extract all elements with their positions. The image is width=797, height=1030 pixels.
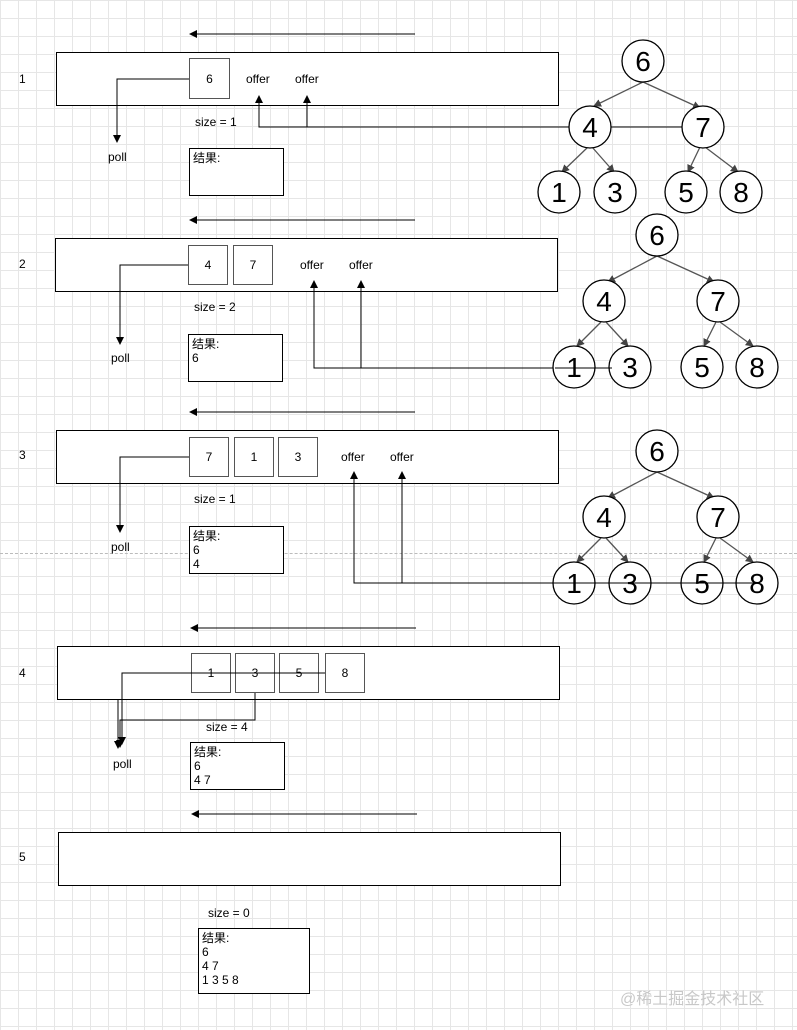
result-line: 6 (202, 945, 209, 959)
result-box: 结果: 6 4 7 (190, 742, 285, 790)
tree-node: 3 (608, 561, 652, 605)
offer-connector (310, 280, 612, 369)
result-line: 1 3 5 8 (202, 973, 239, 987)
tree-node: 6 (635, 213, 679, 257)
svg-text:8: 8 (733, 177, 749, 208)
tree-node: 7 (696, 279, 740, 323)
queue-cell: 4 (188, 245, 228, 285)
offer-label: offer (341, 450, 365, 464)
svg-text:5: 5 (694, 568, 710, 599)
tree-node: 7 (681, 105, 725, 149)
offer-label: offer (390, 450, 414, 464)
tree-node: 1 (552, 345, 596, 389)
poll-label: poll (108, 150, 127, 164)
svg-text:6: 6 (649, 436, 665, 467)
size-label: size = 2 (194, 300, 236, 314)
offer-label: offer (295, 72, 319, 86)
tree-node: 4 (582, 279, 626, 323)
step-number: 3 (19, 448, 26, 462)
svg-text:6: 6 (649, 220, 665, 251)
step-number: 1 (19, 72, 26, 86)
result-line: 4 (193, 557, 200, 571)
queue-cell: 3 (278, 437, 318, 477)
step-number: 2 (19, 257, 26, 271)
result-line: 6 (193, 543, 200, 557)
tree-node: 6 (635, 429, 679, 473)
svg-text:1: 1 (566, 352, 582, 383)
svg-text:1: 1 (566, 568, 582, 599)
offer-label: offer (300, 258, 324, 272)
svg-text:1: 1 (551, 177, 567, 208)
result-title: 结果: (202, 931, 230, 945)
result-box: 结果: (189, 148, 284, 196)
result-title: 结果: (192, 337, 220, 351)
svg-text:4: 4 (596, 286, 612, 317)
svg-text:5: 5 (694, 352, 710, 383)
step-number: 5 (19, 850, 26, 864)
queue-box (58, 832, 561, 886)
result-box: 结果: 6 4 7 1 3 5 8 (198, 928, 310, 994)
tree-node: 7 (696, 495, 740, 539)
result-line: 4 7 (194, 773, 211, 787)
tree-node: 5 (664, 170, 708, 214)
result-line: 6 (192, 351, 199, 365)
svg-text:7: 7 (710, 502, 726, 533)
queue-cell: 1 (234, 437, 274, 477)
queue-cell: 8 (325, 653, 365, 693)
svg-text:4: 4 (582, 112, 598, 143)
result-box: 结果: 6 (188, 334, 283, 382)
result-title: 结果: (193, 151, 221, 165)
tree-node: 4 (568, 105, 612, 149)
tree-node: 6 (621, 39, 665, 83)
svg-text:3: 3 (622, 568, 638, 599)
tree-node: 3 (608, 345, 652, 389)
svg-text:7: 7 (695, 112, 711, 143)
result-title: 结果: (194, 745, 222, 759)
poll-label: poll (113, 757, 132, 771)
size-label: size = 4 (206, 720, 248, 734)
size-label: size = 1 (194, 492, 236, 506)
queue-cell: 5 (279, 653, 319, 693)
offer-label: offer (246, 72, 270, 86)
queue-cell: 7 (233, 245, 273, 285)
svg-text:8: 8 (749, 352, 765, 383)
tree-node: 3 (593, 170, 637, 214)
watermark: @稀土掘金技术社区 (620, 991, 765, 1008)
tree-node: 5 (680, 561, 724, 605)
queue-cell: 3 (235, 653, 275, 693)
step-number: 4 (19, 666, 26, 680)
result-box: 结果: 6 4 (189, 526, 284, 574)
tree-node: 8 (719, 170, 763, 214)
queue-cell: 6 (189, 58, 230, 99)
tree-node: 5 (680, 345, 724, 389)
svg-text:6: 6 (635, 46, 651, 77)
svg-text:3: 3 (622, 352, 638, 383)
tree-node: 8 (735, 345, 779, 389)
svg-text:3: 3 (607, 177, 623, 208)
tree-node: 1 (537, 170, 581, 214)
poll-label: poll (111, 540, 130, 554)
result-line: 6 (194, 759, 201, 773)
poll-label: poll (111, 351, 130, 365)
svg-text:5: 5 (678, 177, 694, 208)
size-label: size = 1 (195, 115, 237, 129)
queue-cell: 1 (191, 653, 231, 693)
svg-text:4: 4 (596, 502, 612, 533)
tree-node: 8 (735, 561, 779, 605)
heap-tree (561, 81, 739, 173)
heap-tree (576, 255, 754, 347)
tree-node: 4 (582, 495, 626, 539)
result-title: 结果: (193, 529, 221, 543)
queue-cell: 7 (189, 437, 229, 477)
svg-text:8: 8 (749, 568, 765, 599)
size-label: size = 0 (208, 906, 250, 920)
tree-node: 1 (552, 561, 596, 605)
heap-tree (576, 471, 754, 563)
offer-connector (350, 471, 760, 584)
svg-text:7: 7 (710, 286, 726, 317)
result-line: 4 7 (202, 959, 219, 973)
offer-label: offer (349, 258, 373, 272)
